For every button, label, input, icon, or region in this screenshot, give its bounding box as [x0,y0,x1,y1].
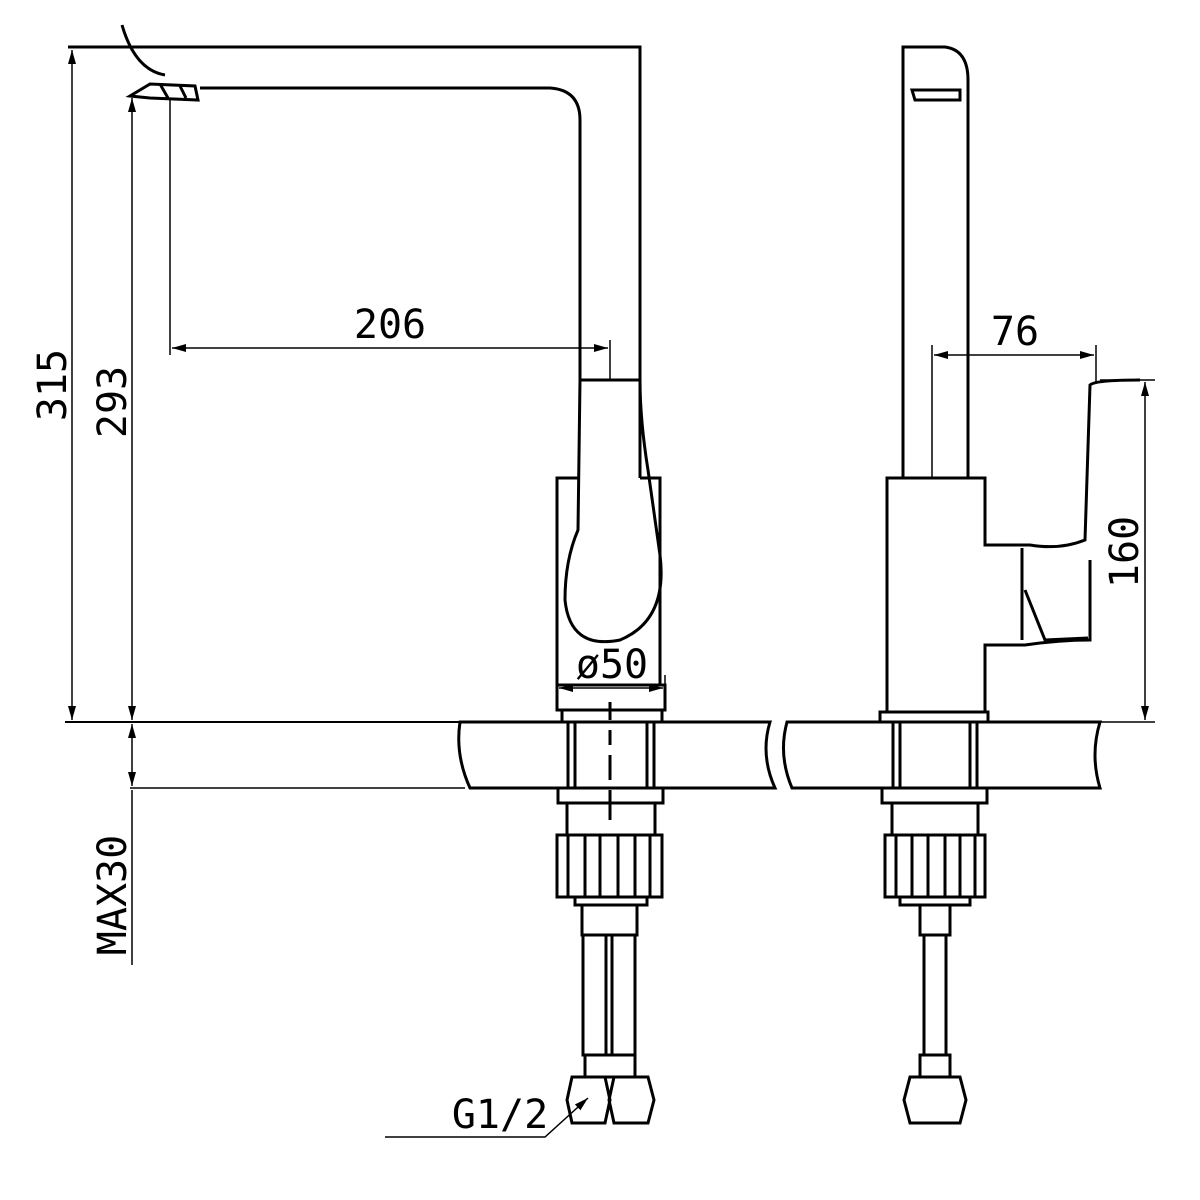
connection-label: G1/2 [452,1092,548,1138]
dim-315: 315 [30,349,76,421]
dim-293: 293 [90,366,136,438]
dim-160: 160 [1102,516,1148,588]
side-view [878,45,1141,1125]
countertop [457,720,1103,790]
dim-max30: MAX30 [90,835,136,955]
dim-76: 76 [991,309,1039,355]
dim-diameter-50: ø50 [576,642,648,688]
dimensions-front: 315 293 206 ø50 MAX30 G1/2 [30,50,666,1138]
hose-left [565,933,656,1125]
dim-206: 206 [354,302,426,348]
dimensions-side: 76 160 [931,309,1155,723]
front-view [68,24,667,1125]
